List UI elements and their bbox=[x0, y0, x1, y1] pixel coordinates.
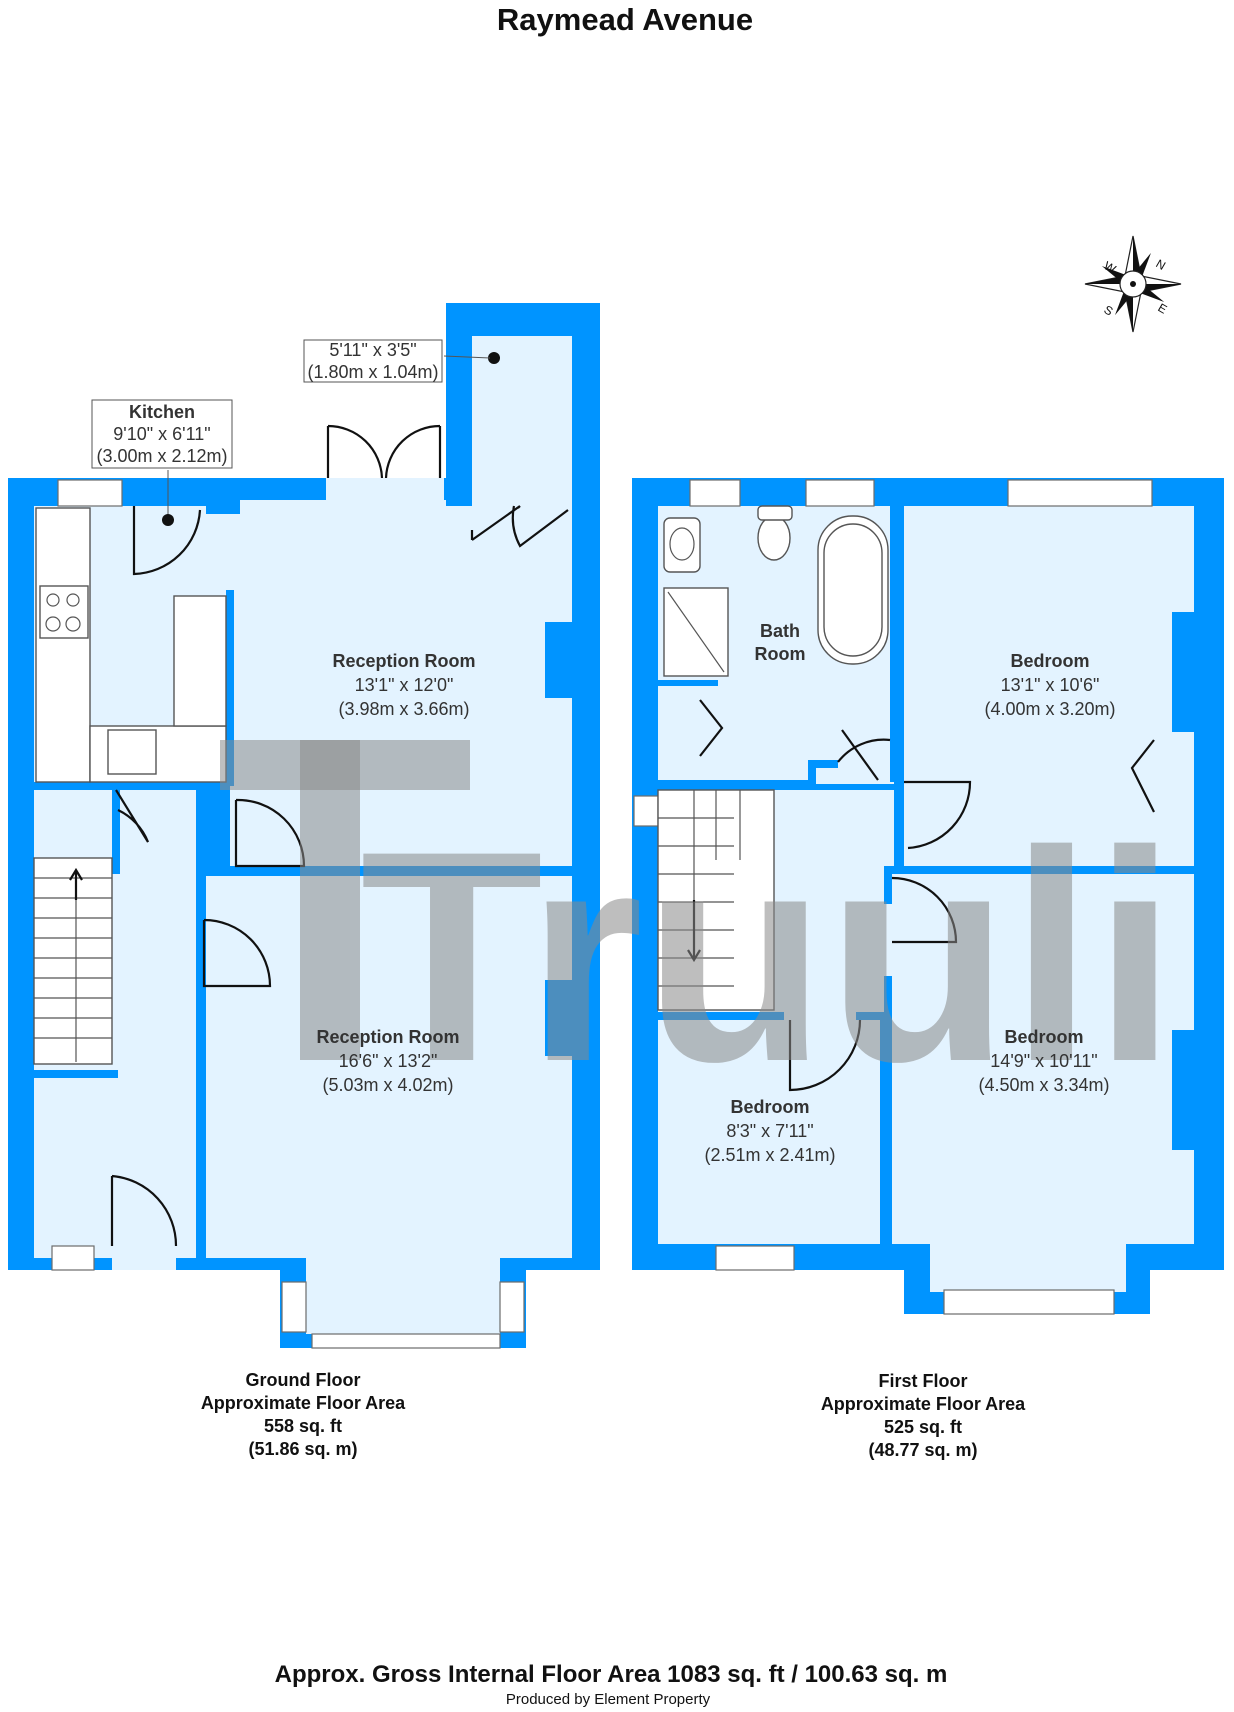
bedroom-front-size-metric: (4.50m x 3.34m) bbox=[978, 1075, 1109, 1095]
bedroom-front-size-imperial: 14'9" x 10'11" bbox=[990, 1051, 1097, 1071]
reception-room-rear-label: Reception Room 13'1" x 12'0" (3.98m x 3.… bbox=[332, 651, 475, 719]
bathroom-label: Bath Room bbox=[755, 621, 806, 664]
kitchen-size-imperial: 9'10" x 6'11" bbox=[113, 424, 210, 444]
bedroom-rear-name: Bedroom bbox=[1010, 651, 1089, 671]
plan-title: Raymead Avenue bbox=[497, 2, 753, 37]
bedroom-rear-size-metric: (4.00m x 3.20m) bbox=[984, 699, 1115, 719]
cupboard-label: 5'11" x 3'5" (1.80m x 1.04m) bbox=[303, 339, 443, 383]
bedroom-small-name: Bedroom bbox=[730, 1097, 809, 1117]
bathroom-name-line2: Room bbox=[755, 644, 806, 664]
reception-rear-name: Reception Room bbox=[332, 651, 475, 671]
producer-credit: Produced by Element Property bbox=[506, 1691, 711, 1708]
first-floor-area-m: (48.77 sq. m) bbox=[868, 1440, 977, 1460]
ground-floor-area-caption: Ground Floor Approximate Floor Area 558 … bbox=[201, 1370, 406, 1459]
ground-floor-name: Ground Floor bbox=[246, 1370, 361, 1390]
bedroom-small-size-metric: (2.51m x 2.41m) bbox=[704, 1145, 835, 1165]
bedroom-front-label: Bedroom 14'9" x 10'11" (4.50m x 3.34m) bbox=[978, 1027, 1109, 1095]
bathroom-name-line1: Bath bbox=[760, 621, 800, 641]
reception-front-size-imperial: 16'6" x 13'2" bbox=[339, 1051, 438, 1071]
bedroom-front-name: Bedroom bbox=[1004, 1027, 1083, 1047]
compass-north-label: N bbox=[1154, 256, 1169, 272]
watermark-text: Truuli bbox=[360, 788, 1177, 1124]
reception-rear-size-metric: (3.98m x 3.66m) bbox=[338, 699, 469, 719]
kitchen-name: Kitchen bbox=[129, 402, 195, 422]
gross-internal-area: Approx. Gross Internal Floor Area 1083 s… bbox=[275, 1661, 948, 1688]
bedroom-small-label: Bedroom 8'3" x 7'11" (2.51m x 2.41m) bbox=[704, 1097, 835, 1165]
cupboard-size-imperial: 5'11" x 3'5" bbox=[329, 340, 416, 360]
bedroom-small-size-imperial: 8'3" x 7'11" bbox=[726, 1121, 813, 1141]
reception-front-name: Reception Room bbox=[316, 1027, 459, 1047]
kitchen-label: Kitchen 9'10" x 6'11" (3.00m x 2.12m) bbox=[91, 399, 233, 469]
ground-floor-area-ft: 558 sq. ft bbox=[264, 1416, 342, 1436]
ground-floor-area-m: (51.86 sq. m) bbox=[248, 1439, 357, 1459]
compass-rose-icon: N E S W bbox=[1084, 235, 1182, 333]
reception-rear-size-imperial: 13'1" x 12'0" bbox=[355, 675, 454, 695]
ground-floor-area-label: Approximate Floor Area bbox=[201, 1393, 406, 1413]
first-floor-area-ft: 525 sq. ft bbox=[884, 1417, 962, 1437]
cupboard-size-metric: (1.80m x 1.04m) bbox=[307, 362, 438, 382]
first-floor-area-label: Approximate Floor Area bbox=[821, 1394, 1026, 1414]
bedroom-rear-label: Bedroom 13'1" x 10'6" (4.00m x 3.20m) bbox=[984, 651, 1115, 719]
reception-front-size-metric: (5.03m x 4.02m) bbox=[322, 1075, 453, 1095]
kitchen-size-metric: (3.00m x 2.12m) bbox=[96, 446, 227, 466]
first-floor-plan bbox=[632, 478, 1224, 1315]
first-floor-area-caption: First Floor Approximate Floor Area 525 s… bbox=[821, 1371, 1026, 1460]
compass-east-label: E bbox=[1156, 300, 1170, 316]
compass-south-label: S bbox=[1102, 302, 1116, 318]
first-floor-name: First Floor bbox=[879, 1371, 968, 1391]
watermark: Truuli bbox=[220, 740, 1177, 1124]
bedroom-rear-size-imperial: 13'1" x 10'6" bbox=[1001, 675, 1100, 695]
reception-room-front-label: Reception Room 16'6" x 13'2" (5.03m x 4.… bbox=[316, 1027, 459, 1095]
